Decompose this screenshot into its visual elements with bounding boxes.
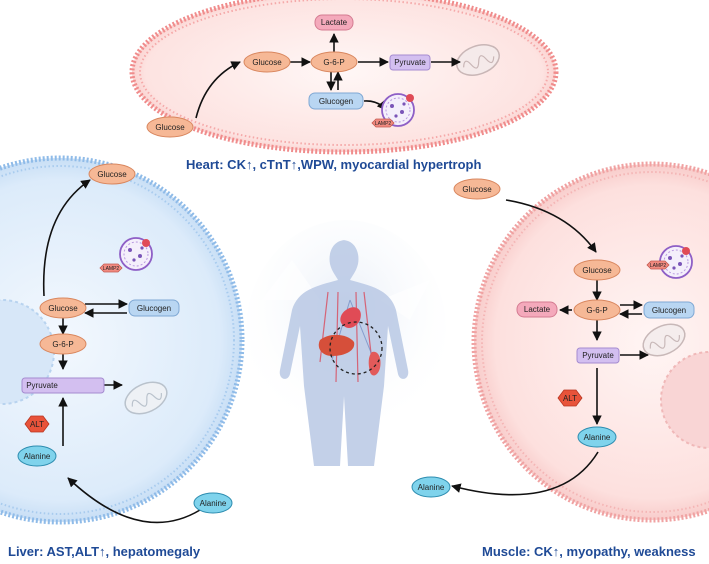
svg-text:LAMP2: LAMP2 (103, 266, 120, 272)
liver-g6p-node: G-6-P (39, 333, 87, 355)
muscle-mitochondrion-icon (642, 323, 686, 357)
liver-glycogen-node: Glucogen (128, 299, 180, 317)
muscle-alt-hexagon: ALT (557, 389, 583, 407)
liver-organ-icon (318, 334, 355, 356)
svg-text:Alanine: Alanine (418, 483, 445, 492)
liver-pyruvate-node: Pyruvate (21, 377, 105, 394)
heart-cell (129, 0, 559, 155)
heart-pyruvate-node: Pyruvate (389, 54, 431, 71)
svg-text:Pyruvate: Pyruvate (26, 381, 58, 390)
heart-glucose-node: Glucose (243, 51, 291, 73)
heart-glycogen-node: Glucogen (308, 92, 364, 110)
heart-lysosome-icon (381, 93, 415, 127)
organ-highlight-circle (329, 321, 383, 375)
svg-text:Glucose: Glucose (462, 185, 492, 194)
liver-alanine-outside-node: Alanine (193, 492, 233, 514)
muscle-cell (471, 161, 709, 523)
svg-text:Glucose: Glucose (48, 304, 78, 313)
heart-lactate-node: Lactate (314, 14, 354, 31)
svg-text:LAMP2: LAMP2 (650, 263, 667, 269)
svg-text:G-6-P: G-6-P (52, 340, 73, 349)
svg-text:LAMP2: LAMP2 (375, 121, 392, 127)
muscle-glucose-outside-node: Glucose (453, 178, 501, 200)
heart-glucose-outside-node: Glucose (146, 116, 194, 138)
svg-text:Glucose: Glucose (155, 123, 185, 132)
heart-mitochondrion-icon (456, 44, 500, 76)
svg-text:Glucogen: Glucogen (652, 306, 686, 315)
muscle-glycogen-node: Glucogen (643, 301, 695, 319)
muscle-caption: Muscle: CK↑, myopathy, weakness (482, 544, 696, 559)
svg-text:Pyruvate: Pyruvate (582, 351, 614, 360)
heart-g6p-node: G-6-P (310, 51, 358, 73)
liver-cell (0, 155, 245, 525)
svg-text:Glucose: Glucose (97, 170, 127, 179)
svg-text:ALT: ALT (30, 420, 44, 429)
heart-caption: Heart: CK↑, cTnT↑,WPW, myocardial hypert… (186, 157, 482, 172)
muscle-lamp2-badge: LAMP2 (646, 260, 670, 270)
muscle-lysosome-icon (659, 245, 693, 279)
heart-lamp2-badge: LAMP2 (371, 118, 395, 128)
liver-arrows (42, 179, 201, 524)
svg-text:ALT: ALT (563, 394, 577, 403)
liver-lamp2-badge: LAMP2 (99, 263, 123, 273)
svg-text:Glucogen: Glucogen (319, 97, 353, 106)
human-body-figure (246, 220, 446, 466)
svg-text:Pyruvate: Pyruvate (394, 58, 426, 67)
muscle-alanine-node: Alanine (577, 426, 617, 448)
liver-alt-hexagon: ALT (24, 415, 50, 433)
svg-text:Alanine: Alanine (584, 433, 611, 442)
muscle-alanine-outside-node: Alanine (411, 476, 451, 498)
heart-organ-icon (340, 307, 361, 328)
liver-glucose-node: Glucose (39, 297, 87, 319)
svg-text:Alanine: Alanine (24, 452, 51, 461)
svg-text:Lactate: Lactate (321, 18, 348, 27)
svg-text:Alanine: Alanine (200, 499, 227, 508)
liver-caption: Liver: AST,ALT↑, hepatomegaly (8, 544, 201, 559)
svg-text:Lactate: Lactate (524, 305, 551, 314)
muscle-glucose-node: Glucose (573, 259, 621, 281)
svg-text:Glucose: Glucose (252, 58, 282, 67)
muscle-pyruvate-node: Pyruvate (576, 347, 620, 364)
liver-lysosome-icon (119, 237, 153, 271)
svg-text:G-6-P: G-6-P (323, 58, 344, 67)
muscle-lactate-node: Lactate (516, 301, 558, 318)
svg-text:G-6-P: G-6-P (586, 306, 607, 315)
muscle-g6p-node: G-6-P (573, 299, 621, 321)
svg-text:Glucogen: Glucogen (137, 304, 171, 313)
svg-text:Glucose: Glucose (582, 266, 612, 275)
muscle-arrows (451, 199, 649, 496)
liver-glucose-outside-node: Glucose (88, 163, 136, 185)
liver-alanine-node: Alanine (17, 445, 57, 467)
liver-mitochondrion-icon (124, 381, 168, 415)
